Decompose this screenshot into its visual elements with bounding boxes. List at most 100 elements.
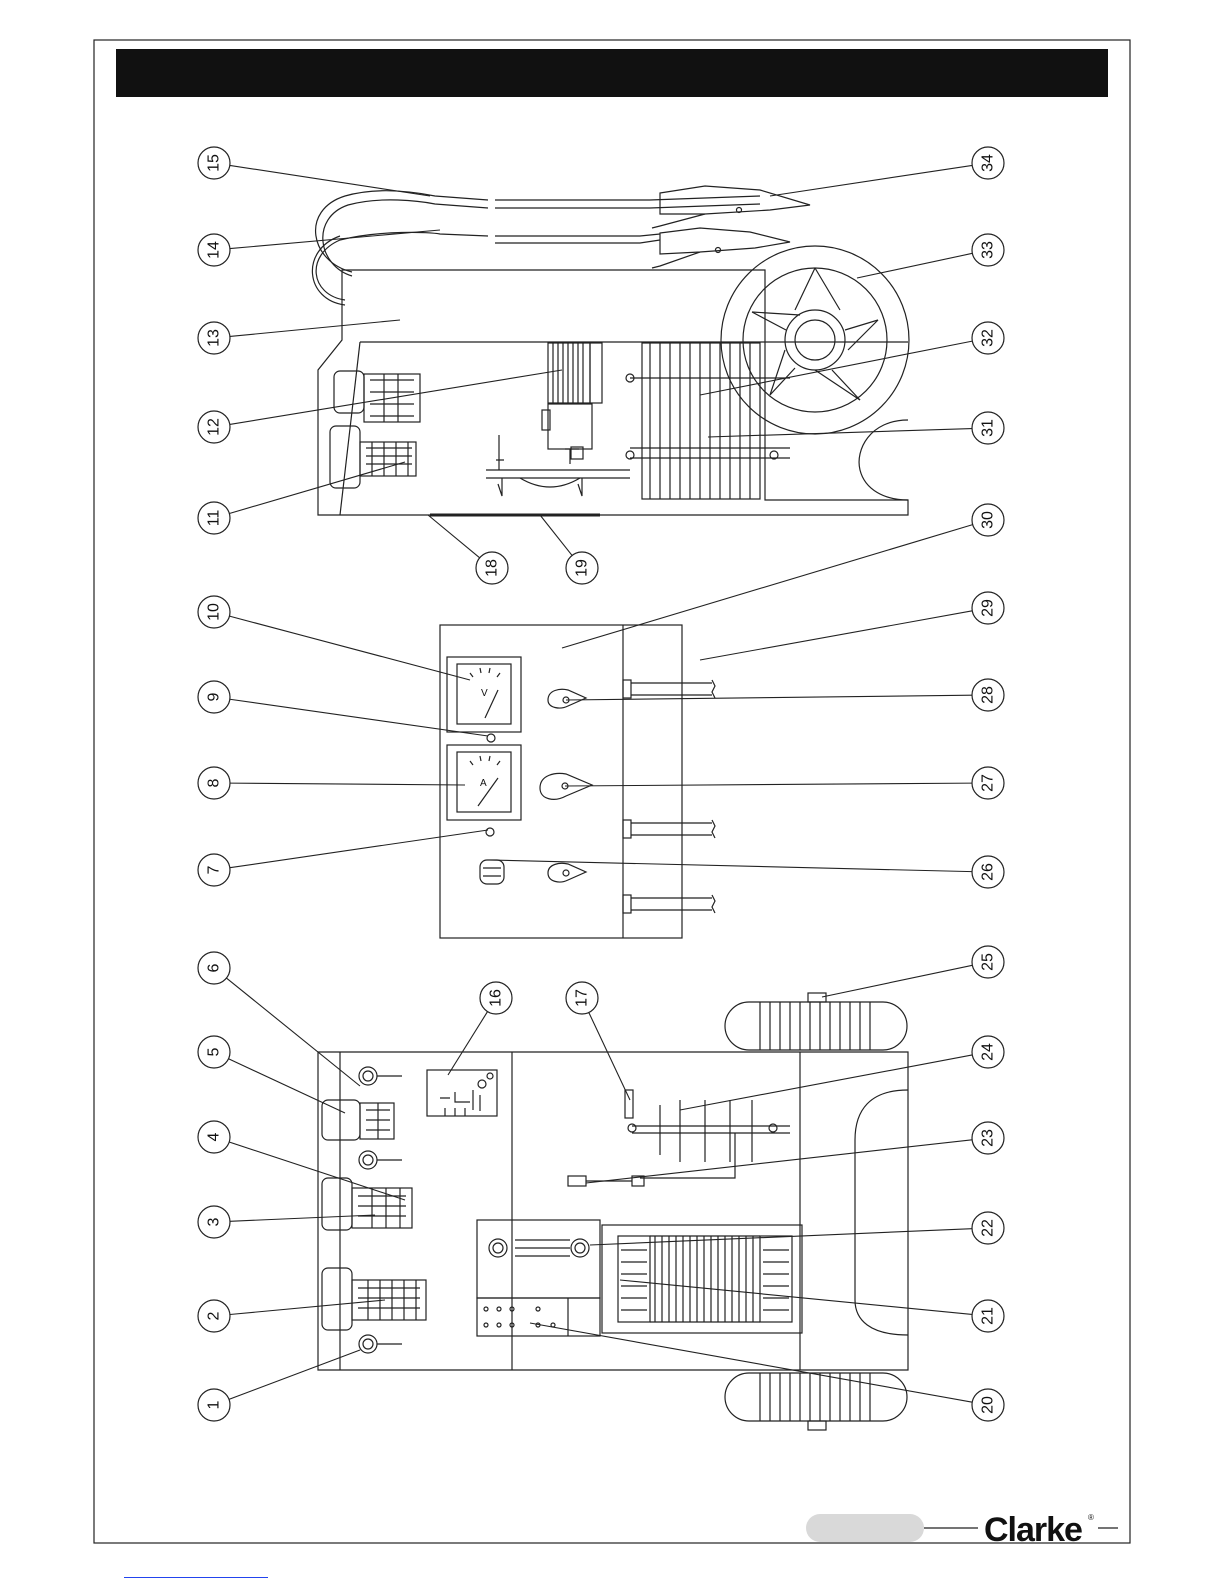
callout-label-24: 24 xyxy=(980,1043,997,1061)
base-body xyxy=(318,1052,908,1370)
leader-line-6 xyxy=(226,978,360,1086)
leader-line-18 xyxy=(428,515,480,558)
leader-line-14 xyxy=(230,230,440,249)
side-view xyxy=(312,186,909,515)
relay xyxy=(548,404,592,449)
callout-label-31: 31 xyxy=(980,419,997,437)
callout-label-5: 5 xyxy=(206,1047,223,1056)
leader-line-23 xyxy=(586,1140,972,1183)
callout-label-15: 15 xyxy=(206,154,223,172)
wheel-bottom xyxy=(725,1373,907,1430)
selector-knob-28 xyxy=(548,689,586,708)
wheel-top xyxy=(725,993,907,1050)
callout-label-25: 25 xyxy=(980,953,997,971)
callout-label-32: 32 xyxy=(980,329,997,347)
leader-line-22 xyxy=(590,1229,972,1245)
rectifier-22 xyxy=(477,1220,600,1298)
registered-mark: ® xyxy=(1088,1513,1094,1522)
grommet-6 xyxy=(359,1067,377,1085)
callout-label-8: 8 xyxy=(206,778,223,787)
ammeter-letter: A xyxy=(480,778,487,789)
callout-label-4: 4 xyxy=(206,1132,223,1141)
transformer-21 xyxy=(602,1225,802,1333)
leader-line-26 xyxy=(490,860,972,872)
callout-label-18: 18 xyxy=(484,559,501,577)
leader-line-30 xyxy=(562,525,973,648)
callout-label-10: 10 xyxy=(206,603,223,621)
front-panel xyxy=(440,625,682,938)
fuse-holder xyxy=(480,860,504,884)
page-number-pill xyxy=(806,1514,924,1542)
thermal-cutout xyxy=(568,1090,790,1186)
callout-label-16: 16 xyxy=(488,989,505,1007)
leader-lines xyxy=(226,165,972,1402)
leader-line-29 xyxy=(700,611,972,660)
callout-label-22: 22 xyxy=(980,1219,997,1237)
callout-label-28: 28 xyxy=(980,686,997,704)
callout-label-33: 33 xyxy=(980,241,997,259)
callout-label-30: 30 xyxy=(980,511,997,529)
callout-label-11: 11 xyxy=(206,510,223,527)
callout-label-7: 7 xyxy=(206,865,223,874)
voltmeter-letter: V xyxy=(481,688,488,699)
leader-line-5 xyxy=(229,1059,345,1113)
callout-label-19: 19 xyxy=(574,559,591,577)
callout-label-26: 26 xyxy=(980,863,997,881)
terminal-board-20 xyxy=(477,1298,600,1336)
leader-line-27 xyxy=(565,783,972,786)
leader-line-15 xyxy=(230,165,430,196)
callout-label-14: 14 xyxy=(206,241,223,259)
leader-line-24 xyxy=(680,1055,972,1110)
grommet-1 xyxy=(359,1335,377,1353)
leader-line-19 xyxy=(540,515,572,555)
footer-link-underline xyxy=(124,1577,268,1578)
callout-label-1: 1 xyxy=(206,1400,223,1409)
pcb-16 xyxy=(427,1070,497,1116)
leader-line-9 xyxy=(230,699,488,736)
callout-label-34: 34 xyxy=(980,154,997,172)
leader-line-32 xyxy=(700,341,972,395)
internal-view xyxy=(318,993,908,1430)
callout-label-21: 21 xyxy=(980,1307,997,1325)
leader-line-11 xyxy=(229,462,405,513)
callout-label-23: 23 xyxy=(980,1129,997,1147)
indicator-lamp-9 xyxy=(487,734,495,742)
cable-gland-29 xyxy=(623,680,715,698)
heatsink xyxy=(548,343,590,403)
leader-line-16 xyxy=(448,1012,488,1075)
header-bar xyxy=(116,49,1108,97)
leader-line-17 xyxy=(589,1012,630,1100)
leader-line-3 xyxy=(230,1215,375,1221)
switch-block-3 xyxy=(322,1178,412,1230)
callout-label-17: 17 xyxy=(574,989,591,1007)
switch-block-2 xyxy=(322,1268,426,1330)
leader-line-1 xyxy=(229,1350,360,1399)
callout-label-29: 29 xyxy=(980,599,997,617)
leader-line-33 xyxy=(857,253,972,278)
indicator-lamp-7 xyxy=(486,828,494,836)
battery-clamp-lower xyxy=(652,228,790,268)
leader-line-2 xyxy=(230,1300,385,1315)
leader-line-7 xyxy=(230,830,488,868)
cable-15 xyxy=(316,191,488,272)
leader-line-10 xyxy=(229,616,470,680)
callout-label-9: 9 xyxy=(206,692,223,701)
callout-label-2: 2 xyxy=(206,1311,223,1320)
callout-label-12: 12 xyxy=(206,418,223,436)
callout-label-6: 6 xyxy=(206,963,223,972)
leader-line-4 xyxy=(229,1142,405,1200)
callout-label-13: 13 xyxy=(206,329,223,347)
leader-line-8 xyxy=(230,783,465,785)
switch-block-5 xyxy=(322,1100,394,1140)
wheel-33 xyxy=(721,246,909,434)
callout-label-20: 20 xyxy=(980,1396,997,1414)
leader-line-25 xyxy=(822,965,972,997)
leader-line-31 xyxy=(708,429,972,437)
clarke-logo: Clarke xyxy=(984,1511,1082,1549)
rotary-switch-12 xyxy=(334,371,420,422)
callout-label-27: 27 xyxy=(980,774,997,792)
leader-line-21 xyxy=(620,1280,972,1314)
callout-label-3: 3 xyxy=(206,1217,223,1226)
